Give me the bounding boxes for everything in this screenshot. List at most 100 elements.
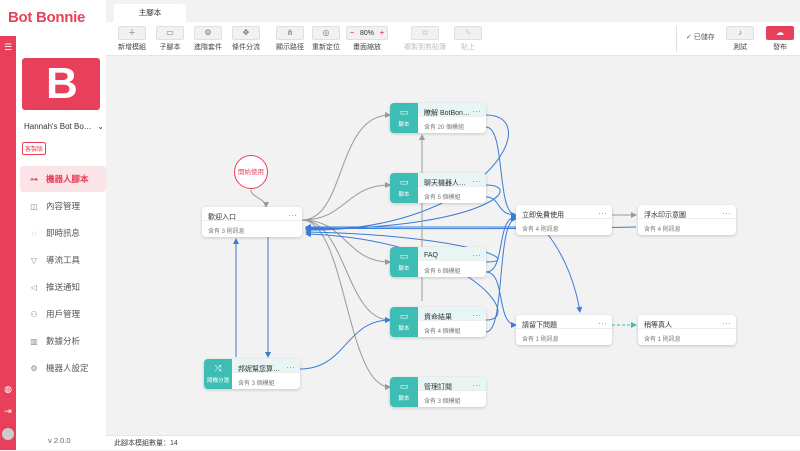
reposition-button[interactable]: ◎重新定位 [306, 26, 346, 52]
plus-icon: ＋ [118, 26, 146, 40]
zoom-label: 畫面縮放 [353, 44, 381, 51]
more-options-icon[interactable]: ··· [288, 210, 297, 220]
sidebar-item-label: 即時訊息 [46, 228, 81, 238]
more-options-icon[interactable]: ··· [598, 208, 607, 218]
publish-button[interactable]: ☁發布 [760, 26, 800, 52]
edge [301, 112, 391, 221]
zoom-in-button[interactable]: + [379, 29, 384, 37]
flow-node-manage-subscription[interactable]: ▭腳本 管理訂閱 ··· 含有 3 個模組 [390, 377, 486, 407]
zoom-out-button[interactable]: − [350, 29, 355, 37]
toolbar-label: 新增模組 [118, 44, 146, 51]
node-title: 瞭解 BotBon… [424, 110, 470, 117]
flow-node-leave-question[interactable]: 請留下問題 ··· 含有 1 則訊息 [516, 315, 612, 345]
edge [299, 317, 391, 370]
node-subtitle: 含有 3 則訊息 [208, 229, 245, 235]
node-header [232, 359, 300, 373]
sidebar-item-bot-script[interactable]: ⊶機器人腳本 [20, 166, 106, 192]
more-options-icon[interactable]: ··· [472, 380, 481, 390]
megaphone-icon: ◁ [30, 282, 38, 292]
edge [485, 196, 517, 218]
node-subtitle: 含有 4 則訊息 [644, 227, 681, 233]
sidebar-item-content[interactable]: ◫內容管理 [20, 193, 106, 219]
more-options-icon[interactable]: ··· [286, 362, 295, 372]
flow-canvas[interactable]: 開始使用 歡迎入口 ··· 含有 3 則訊息 ▭腳本 瞭解 BotBon… ··… [106, 57, 800, 435]
node-header [638, 315, 736, 329]
sub-script-button[interactable]: ▭子腳本 [150, 26, 190, 52]
tab-main-script[interactable]: 主腳本 [114, 4, 186, 22]
user-avatar[interactable] [2, 428, 14, 440]
edge [301, 219, 391, 323]
condition-split-button[interactable]: ✥條件分流 [226, 26, 266, 52]
gear-icon: ⚙ [30, 363, 38, 373]
node-header [516, 205, 612, 219]
node-header [418, 247, 486, 261]
flow-node-chatbot[interactable]: ▭腳本 聊天機器人… ··· 含有 5 個模組 [390, 173, 486, 203]
advanced-plugin-button[interactable]: ⚙進階套件 [188, 26, 228, 52]
content-icon: ◫ [30, 201, 38, 211]
flow-node-welcome[interactable]: 歡迎入口 ··· 含有 3 則訊息 [202, 207, 302, 237]
start-node[interactable]: 開始使用 [234, 155, 268, 189]
sidebar-item-live-chat[interactable]: ◌ 即時訊息 [20, 220, 106, 246]
more-options-icon[interactable]: ··· [722, 318, 731, 328]
node-subtitle: 含有 1 則訊息 [644, 337, 681, 343]
toolbar-label: 發布 [773, 44, 787, 51]
bot-selector[interactable]: Hannah's Bot Bo… ⌄ [24, 122, 104, 131]
flow-node-learn-botbonnie[interactable]: ▭腳本 瞭解 BotBon… ··· 含有 20 個模組 [390, 103, 486, 133]
bot-bonnie-logo[interactable]: Bot Bonnie [8, 9, 85, 26]
copy-clipboard-button[interactable]: ⧉複製到剪貼簿 [402, 26, 448, 52]
logout-icon[interactable]: ⇥ [4, 406, 12, 416]
flow-node-random-split[interactable]: ⤨隨機分潛 邦妮幫您算… ··· 含有 3 個模組 [204, 359, 300, 389]
paste-button[interactable]: ✎貼上 [448, 26, 488, 52]
folder-icon: ▭ [399, 381, 409, 391]
node-title: 資命結果 [424, 314, 452, 321]
flow-node-watermark[interactable]: 浮水印示意圖 ··· 含有 4 則訊息 [638, 205, 736, 235]
node-tag: 腳本 [398, 326, 410, 332]
sidebar-item-label: 用戶管理 [46, 309, 81, 319]
test-button[interactable]: ♪測試 [720, 26, 760, 52]
sidebar-item-settings[interactable]: ⚙機器人設定 [20, 355, 106, 381]
folder-icon: ▭ [156, 26, 184, 40]
add-module-button[interactable]: ＋ 新增模組 [112, 26, 152, 52]
edge [545, 231, 583, 313]
flow-node-faq[interactable]: ▭腳本 FAQ ··· 含有 6 個模組 [390, 247, 486, 277]
sidebar-item-push[interactable]: ◁推送通知 [20, 274, 106, 300]
node-subtitle: 含有 3 個模組 [424, 399, 461, 405]
toolbar-label: 複製到剪貼簿 [404, 44, 446, 51]
edge [485, 214, 517, 273]
sidebar-item-analytics[interactable]: ▥數據分析 [20, 328, 106, 354]
node-header [418, 307, 486, 321]
more-options-icon[interactable]: ··· [472, 310, 481, 320]
flow-node-results[interactable]: ▭腳本 資命結果 ··· 含有 4 個模組 [390, 307, 486, 337]
sidebar-item-users[interactable]: ⚇用戶管理 [20, 301, 106, 327]
globe-icon[interactable]: ◍ [4, 384, 12, 394]
more-options-icon[interactable]: ··· [472, 176, 481, 186]
sidebar-item-traffic[interactable]: ▽導流工具 [20, 247, 106, 273]
chat-icon: ◌ [31, 228, 37, 238]
flow-node-wait-human[interactable]: 稍等真人 ··· 含有 1 則訊息 [638, 315, 736, 345]
random-tag: ⤨隨機分潛 [204, 359, 232, 389]
left-rail: ☰ ◍ ⇥ [0, 36, 16, 450]
folder-tag: ▭腳本 [390, 377, 418, 407]
hamburger-menu-icon[interactable]: ☰ [3, 42, 13, 52]
version-label: v 2.0.0 [48, 436, 71, 445]
more-options-icon[interactable]: ··· [598, 318, 607, 328]
edge [485, 271, 517, 328]
node-subtitle: 含有 20 個模組 [424, 125, 465, 131]
folder-icon: ▭ [399, 107, 409, 117]
folder-tag: ▭腳本 [390, 103, 418, 133]
more-options-icon[interactable]: ··· [472, 250, 481, 260]
more-options-icon[interactable]: ··· [472, 106, 481, 116]
folder-icon: ▭ [399, 311, 409, 321]
node-title: 請留下問題 [522, 322, 557, 329]
node-subtitle: 含有 4 則訊息 [522, 227, 559, 233]
toolbar-label: 測試 [733, 44, 747, 51]
tab-bar: 主腳本 [106, 0, 800, 22]
show-path-button[interactable]: ⋔顯示路徑 [270, 26, 310, 52]
node-header [638, 205, 736, 219]
node-subtitle: 含有 3 個模組 [238, 381, 275, 387]
more-options-icon[interactable]: ··· [722, 208, 731, 218]
folder-tag: ▭ 腳本 [390, 307, 418, 337]
flow-node-free-trial[interactable]: 立即免費使用 ··· 含有 4 則訊息 [516, 205, 612, 235]
sidebar-item-label: 數據分析 [46, 336, 81, 346]
node-header [418, 173, 486, 187]
